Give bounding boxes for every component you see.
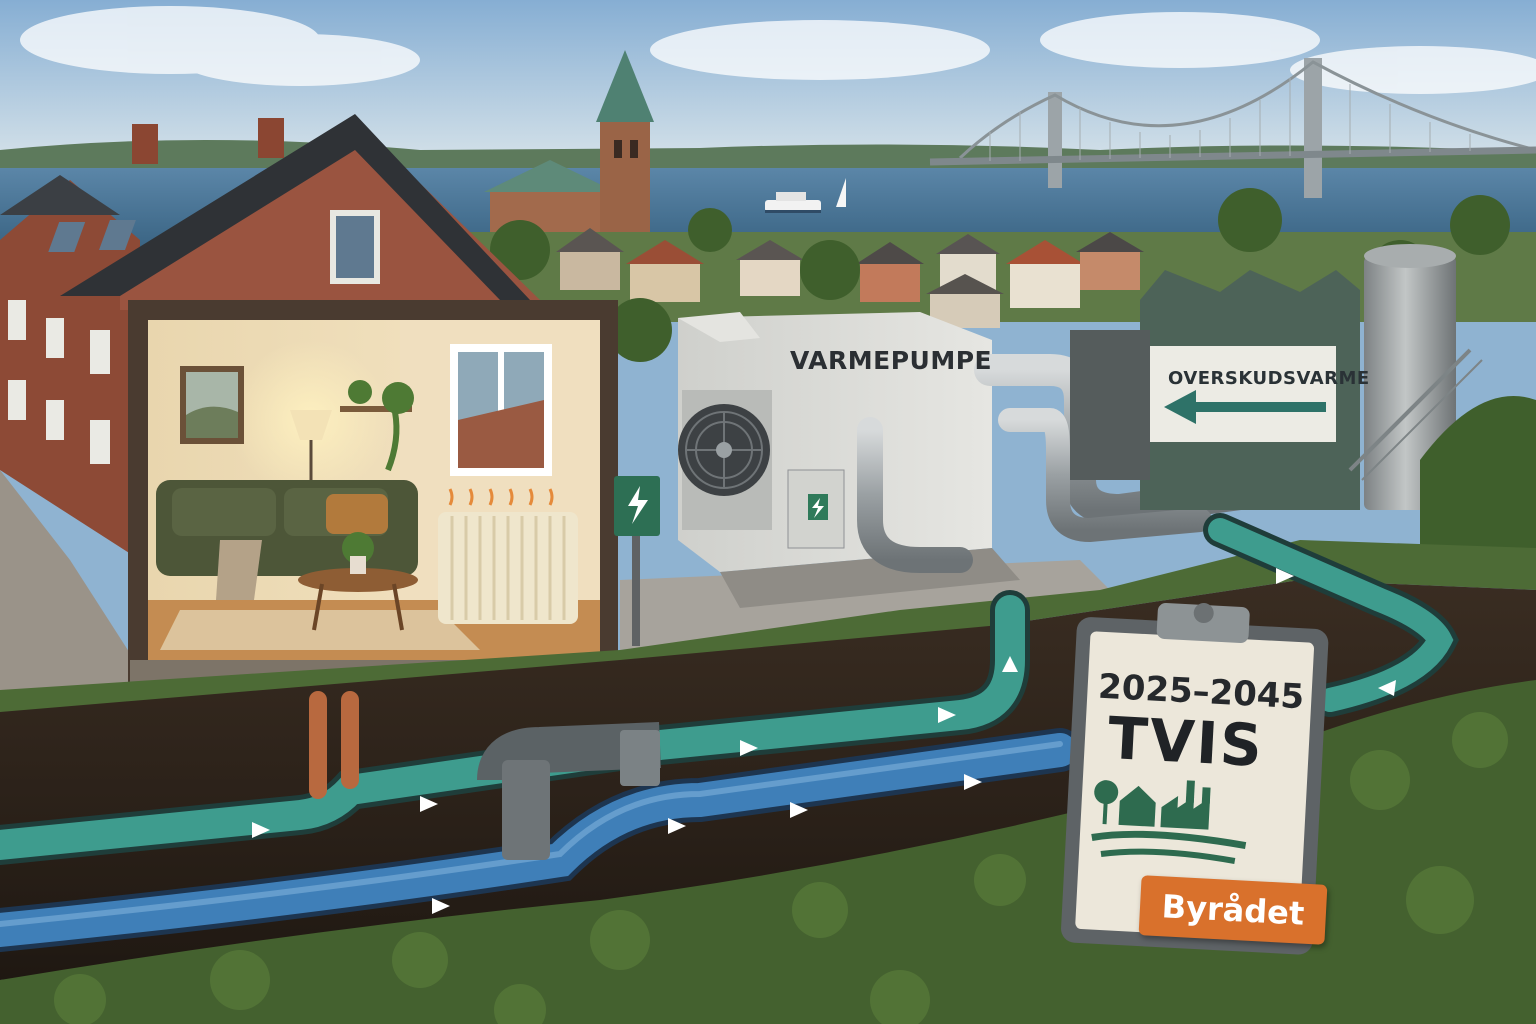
heat-wave-icon [448,488,554,506]
house-factory-icon [1091,780,1247,864]
clipboard-clip-icon [1156,603,1250,644]
factory-greenery [1420,396,1536,560]
brick-house [48,114,540,310]
copper-pipes [309,691,359,799]
town-houses [556,228,1144,328]
supply-pipe [0,513,1460,865]
arrow-left-icon [1164,390,1326,424]
charger-post [614,476,660,646]
council-tag: Byrådet [1138,875,1328,945]
clouds [20,6,1536,94]
flow-arrows [252,568,1396,914]
sailboat [836,178,846,207]
ferry [765,192,821,213]
plant-shelf [340,380,414,472]
return-pipe [0,728,1082,952]
grass-strip [0,540,1536,720]
framed-picture [180,366,244,444]
council-tag-label: Byrådet [1160,887,1306,933]
radiator [438,488,578,624]
coffee-table [298,532,418,631]
clipboard [1061,603,1329,955]
suspension-bridge [929,58,1536,198]
pipe-fitting [477,722,661,860]
hedge-texture [54,712,1508,1024]
window-room [450,344,552,476]
fan-icon [678,404,770,496]
factory [1070,270,1360,510]
sidewalk [0,470,160,700]
